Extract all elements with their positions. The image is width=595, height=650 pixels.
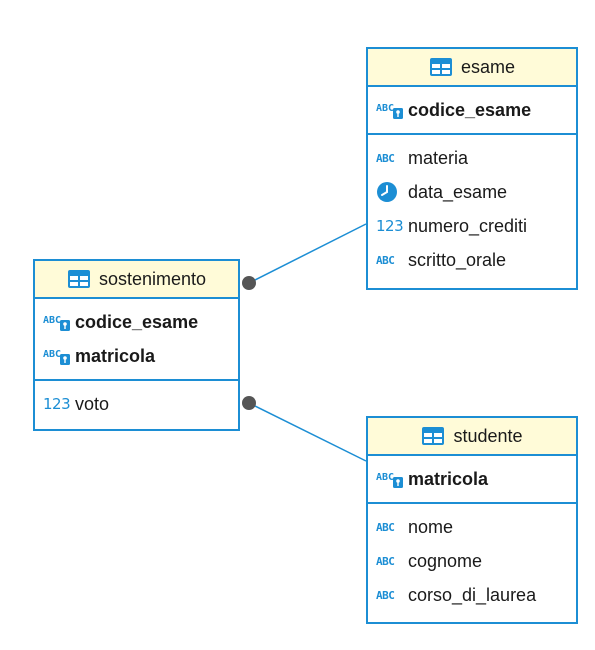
column-name: matricola <box>408 468 489 489</box>
connector-dot-studente[interactable] <box>242 396 256 410</box>
svg-text:ABC: ABC <box>43 349 61 360</box>
clock-date-icon <box>376 181 408 203</box>
column-name: corso_di_laurea <box>408 584 537 605</box>
column-row[interactable]: ABC matricola <box>35 339 238 373</box>
primary-key-section: ABC matricola <box>368 456 576 504</box>
column-row[interactable]: ABC codice_esame <box>35 305 238 339</box>
table-icon <box>429 57 453 77</box>
column-row[interactable]: ABC scritto_orale <box>368 243 576 277</box>
columns-section: ABC materia data_esame 123 numero_credit… <box>368 135 576 283</box>
svg-text:ABC: ABC <box>376 472 394 483</box>
numeric-type-icon: 123 <box>43 395 71 413</box>
column-name: materia <box>408 147 469 168</box>
primary-key-section: ABC codice_esame ABC matricola <box>35 299 238 381</box>
entity-sostenimento[interactable]: sostenimento ABC codice_esame ABC matric… <box>33 259 240 431</box>
text-type-icon: ABC <box>376 253 395 267</box>
connector-sostenimento-studente[interactable] <box>248 402 367 462</box>
column-name: scritto_orale <box>408 249 507 270</box>
connector-sostenimento-esame[interactable] <box>248 223 367 284</box>
column-row[interactable]: 123 numero_crediti <box>368 209 576 243</box>
column-row[interactable]: 123 voto <box>35 387 238 421</box>
column-name: nome <box>408 516 454 537</box>
table-icon <box>421 426 445 446</box>
column-row[interactable]: ABC nome <box>368 510 576 544</box>
primary-key-section: ABC codice_esame <box>368 87 576 135</box>
entity-header: sostenimento <box>35 261 238 299</box>
entity-header: studente <box>368 418 576 456</box>
column-name: voto <box>75 393 110 414</box>
column-name: data_esame <box>408 181 508 202</box>
column-name: numero_crediti <box>408 215 528 236</box>
text-type-icon: ABC <box>376 588 395 602</box>
entity-title: sostenimento <box>98 268 207 289</box>
key-text-icon: ABC <box>43 346 75 366</box>
column-name: codice_esame <box>408 99 532 120</box>
entity-title: esame <box>460 56 516 77</box>
table-icon <box>67 269 91 289</box>
column-name: matricola <box>75 345 156 366</box>
text-type-icon: ABC <box>376 554 395 568</box>
column-name: codice_esame <box>75 311 199 332</box>
column-row[interactable]: ABC cognome <box>368 544 576 578</box>
entity-esame[interactable]: esame ABC codice_esame ABC materia data_… <box>366 47 578 290</box>
text-type-icon: ABC <box>376 151 395 165</box>
column-row[interactable]: data_esame <box>368 175 576 209</box>
svg-text:ABC: ABC <box>43 315 61 326</box>
entity-studente[interactable]: studente ABC matricola ABC nome ABC cogn… <box>366 416 578 624</box>
connector-dot-esame[interactable] <box>242 276 256 290</box>
column-row[interactable]: ABC matricola <box>368 462 576 496</box>
svg-text:ABC: ABC <box>376 103 394 114</box>
entity-title: studente <box>453 425 523 446</box>
column-row[interactable]: ABC codice_esame <box>368 93 576 127</box>
text-type-icon: ABC <box>376 520 395 534</box>
columns-section: ABC nome ABC cognome ABC corso_di_laurea <box>368 504 576 618</box>
column-name: cognome <box>408 550 483 571</box>
column-row[interactable]: ABC corso_di_laurea <box>368 578 576 612</box>
key-text-icon: ABC <box>376 100 408 120</box>
key-text-icon: ABC <box>376 469 408 489</box>
columns-section: 123 voto <box>35 381 238 427</box>
column-row[interactable]: ABC materia <box>368 141 576 175</box>
numeric-type-icon: 123 <box>376 217 404 235</box>
entity-header: esame <box>368 49 576 87</box>
key-text-icon: ABC <box>43 312 75 332</box>
